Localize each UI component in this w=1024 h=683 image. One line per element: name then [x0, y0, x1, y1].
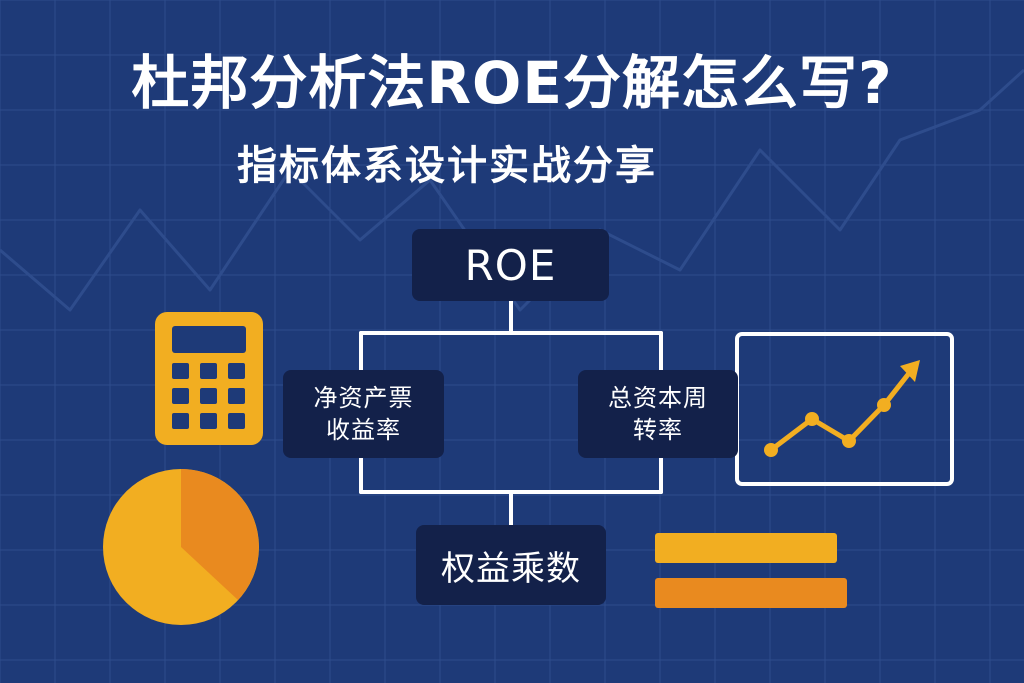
- page-subtitle: 指标体系设计实战分享: [237, 143, 657, 189]
- background-trend-line: [0, 68, 1024, 312]
- node-net-label-line2: 收益率: [326, 416, 401, 444]
- page-title: 杜邦分析法ROE分解怎么写?: [131, 49, 893, 117]
- stacked-bars-icon: [655, 533, 847, 608]
- pie-chart-icon: [103, 469, 259, 625]
- node-total-asset-turnover: 总资本周 转率: [578, 370, 738, 458]
- node-net-asset-return: 净资产票 收益率: [283, 370, 444, 458]
- node-net-label-line1: 净资产票: [313, 383, 414, 412]
- node-equity-label: 权益乘数: [441, 548, 581, 589]
- node-roe: ROE: [412, 229, 609, 301]
- node-roe-label: ROE: [464, 240, 557, 290]
- node-equity-multiplier: 权益乘数: [416, 525, 606, 605]
- calculator-icon: [155, 312, 263, 445]
- trend-chart-icon: [735, 332, 954, 486]
- node-turn-label-line1: 总资本周: [608, 383, 708, 412]
- node-turn-label-line2: 转率: [633, 416, 683, 444]
